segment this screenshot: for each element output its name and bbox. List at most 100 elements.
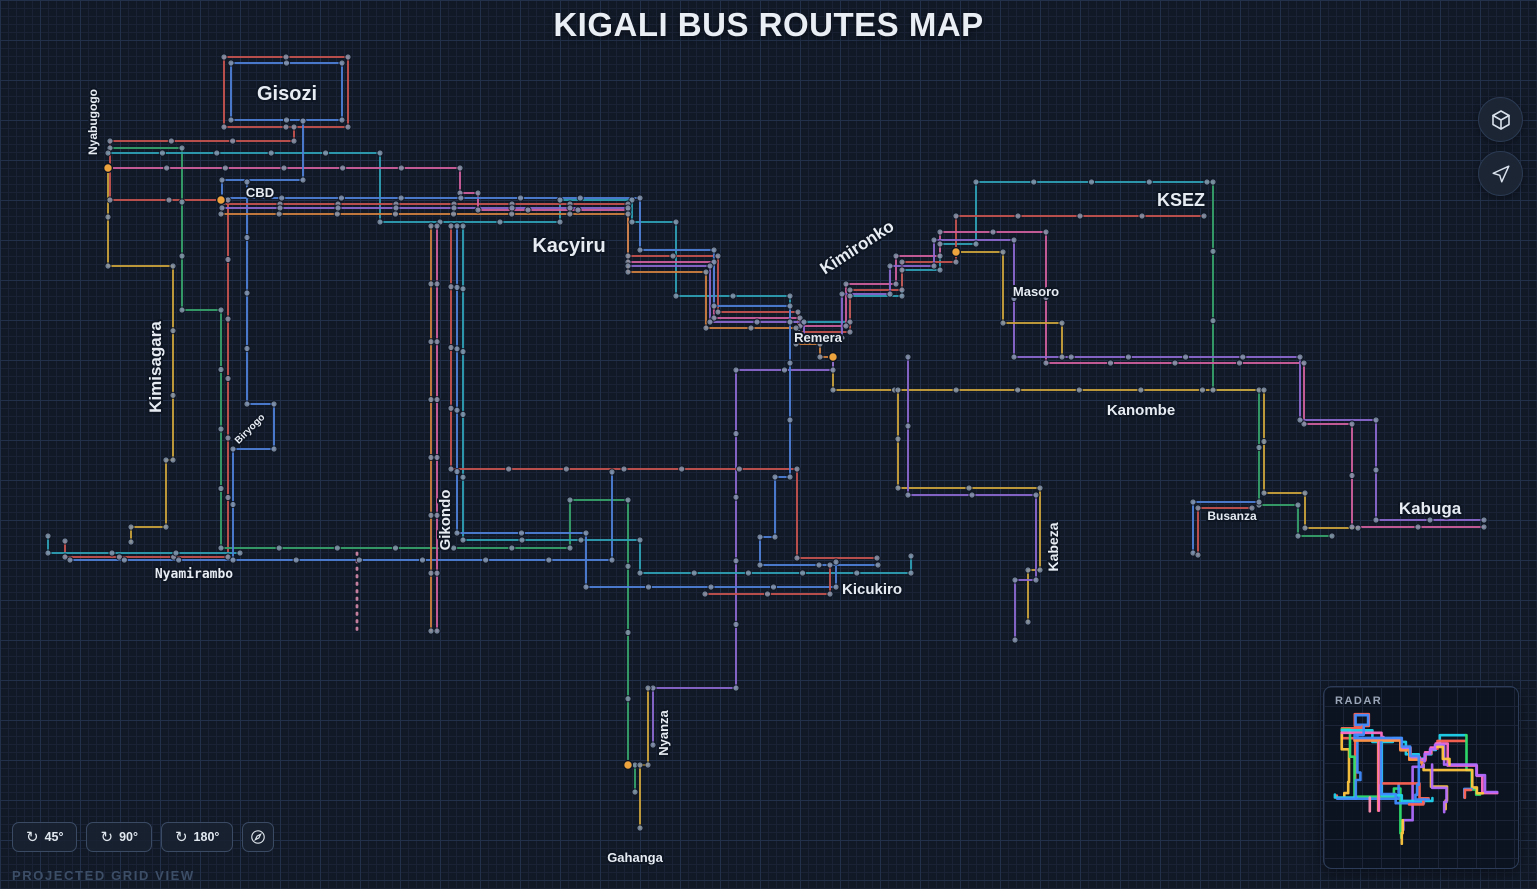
station-dot[interactable]	[771, 473, 779, 481]
station-dot[interactable]	[714, 252, 722, 260]
station-dot[interactable]	[753, 318, 761, 326]
station-dot[interactable]	[678, 465, 686, 473]
station-dot[interactable]	[816, 340, 824, 348]
station-dot[interactable]	[816, 353, 824, 361]
station-dot[interactable]	[418, 556, 427, 564]
station-dot[interactable]	[1209, 317, 1217, 325]
station-dot[interactable]	[735, 465, 743, 473]
station-dot[interactable]	[1372, 516, 1380, 524]
station-dot[interactable]	[1301, 489, 1309, 497]
station-dot[interactable]	[620, 465, 628, 473]
station-dot[interactable]	[162, 523, 170, 531]
station-dot[interactable]	[936, 228, 944, 236]
station-dot[interactable]	[282, 53, 290, 61]
station-dot[interactable]	[224, 493, 232, 502]
station-dot[interactable]	[217, 365, 225, 374]
station-dot[interactable]	[936, 266, 944, 274]
station-dot[interactable]	[218, 204, 226, 212]
station-dot[interactable]	[450, 544, 458, 552]
station-dot[interactable]	[826, 590, 834, 598]
station-dot[interactable]	[624, 628, 632, 637]
station-dot[interactable]	[690, 569, 698, 577]
station-dot[interactable]	[577, 536, 585, 544]
station-dot[interactable]	[169, 456, 177, 464]
station-dot[interactable]	[217, 544, 225, 552]
station-dot[interactable]	[474, 206, 482, 214]
station-dot[interactable]	[874, 561, 882, 569]
station-dot[interactable]	[474, 189, 482, 197]
station-dot[interactable]	[516, 194, 525, 202]
station-dot[interactable]	[1480, 516, 1488, 524]
station-dot[interactable]	[433, 395, 441, 404]
station-dot[interactable]	[217, 210, 225, 218]
station-dot[interactable]	[44, 532, 52, 540]
station-dot[interactable]	[127, 538, 135, 546]
station-dot[interactable]	[376, 218, 384, 226]
station-dot[interactable]	[178, 144, 186, 152]
station-dot[interactable]	[636, 194, 644, 202]
station-dot[interactable]	[508, 544, 516, 552]
station-dot[interactable]	[290, 137, 298, 145]
station-dot[interactable]	[624, 562, 632, 570]
station-dot[interactable]	[433, 222, 441, 230]
station-dot[interactable]	[397, 164, 405, 172]
station-dot[interactable]	[1300, 359, 1308, 367]
rotate-90-button[interactable]: ↻ 90°	[86, 822, 152, 852]
station-dot[interactable]	[344, 53, 352, 61]
interchange-dot[interactable]	[827, 351, 839, 363]
station-dot[interactable]	[1296, 353, 1304, 361]
station-dot[interactable]	[907, 569, 915, 577]
station-dot[interactable]	[355, 556, 363, 564]
station-dot[interactable]	[744, 569, 753, 577]
station-dot[interactable]	[1260, 489, 1268, 497]
station-dot[interactable]	[1024, 618, 1032, 626]
interchange-dot[interactable]	[102, 162, 114, 174]
station-dot[interactable]	[1036, 484, 1044, 492]
station-dot[interactable]	[952, 212, 960, 220]
station-dot[interactable]	[832, 558, 840, 566]
station-dot[interactable]	[1106, 359, 1115, 367]
station-dot[interactable]	[178, 252, 186, 260]
station-dot[interactable]	[794, 308, 802, 316]
station-dot[interactable]	[433, 627, 441, 635]
station-dot[interactable]	[338, 116, 346, 124]
station-dot[interactable]	[815, 561, 823, 569]
station-dot[interactable]	[1203, 178, 1211, 186]
station-dot[interactable]	[892, 280, 900, 288]
station-dot[interactable]	[1248, 504, 1256, 512]
station-dot[interactable]	[846, 328, 854, 336]
station-dot[interactable]	[771, 533, 779, 541]
station-dot[interactable]	[1042, 293, 1050, 302]
station-dot[interactable]	[786, 292, 794, 300]
station-dot[interactable]	[453, 345, 461, 353]
station-dot[interactable]	[1010, 353, 1018, 361]
station-dot[interactable]	[1294, 532, 1302, 540]
station-dot[interactable]	[702, 268, 710, 276]
interchange-dot[interactable]	[950, 246, 962, 258]
station-dot[interactable]	[800, 318, 808, 326]
station-dot[interactable]	[968, 491, 976, 499]
station-dot[interactable]	[1198, 386, 1207, 394]
station-dot[interactable]	[582, 529, 590, 537]
station-dot[interactable]	[1010, 294, 1018, 303]
station-dot[interactable]	[636, 761, 644, 769]
station-dot[interactable]	[1058, 319, 1066, 327]
station-dot[interactable]	[106, 137, 114, 145]
station-dot[interactable]	[898, 258, 906, 266]
station-dot[interactable]	[391, 210, 400, 218]
station-dot[interactable]	[1014, 386, 1022, 394]
station-dot[interactable]	[636, 246, 644, 254]
station-dot[interactable]	[66, 556, 74, 564]
station-dot[interactable]	[732, 557, 740, 565]
station-dot[interactable]	[1426, 516, 1434, 524]
station-dot[interactable]	[729, 292, 737, 300]
station-dot[interactable]	[224, 374, 232, 383]
station-dot[interactable]	[1036, 566, 1044, 574]
station-dot[interactable]	[447, 465, 455, 473]
station-dot[interactable]	[1189, 498, 1197, 506]
station-dot[interactable]	[1011, 576, 1019, 584]
station-dot[interactable]	[104, 262, 112, 270]
station-dot[interactable]	[518, 536, 526, 544]
station-dot[interactable]	[706, 318, 714, 326]
station-dot[interactable]	[299, 176, 307, 184]
